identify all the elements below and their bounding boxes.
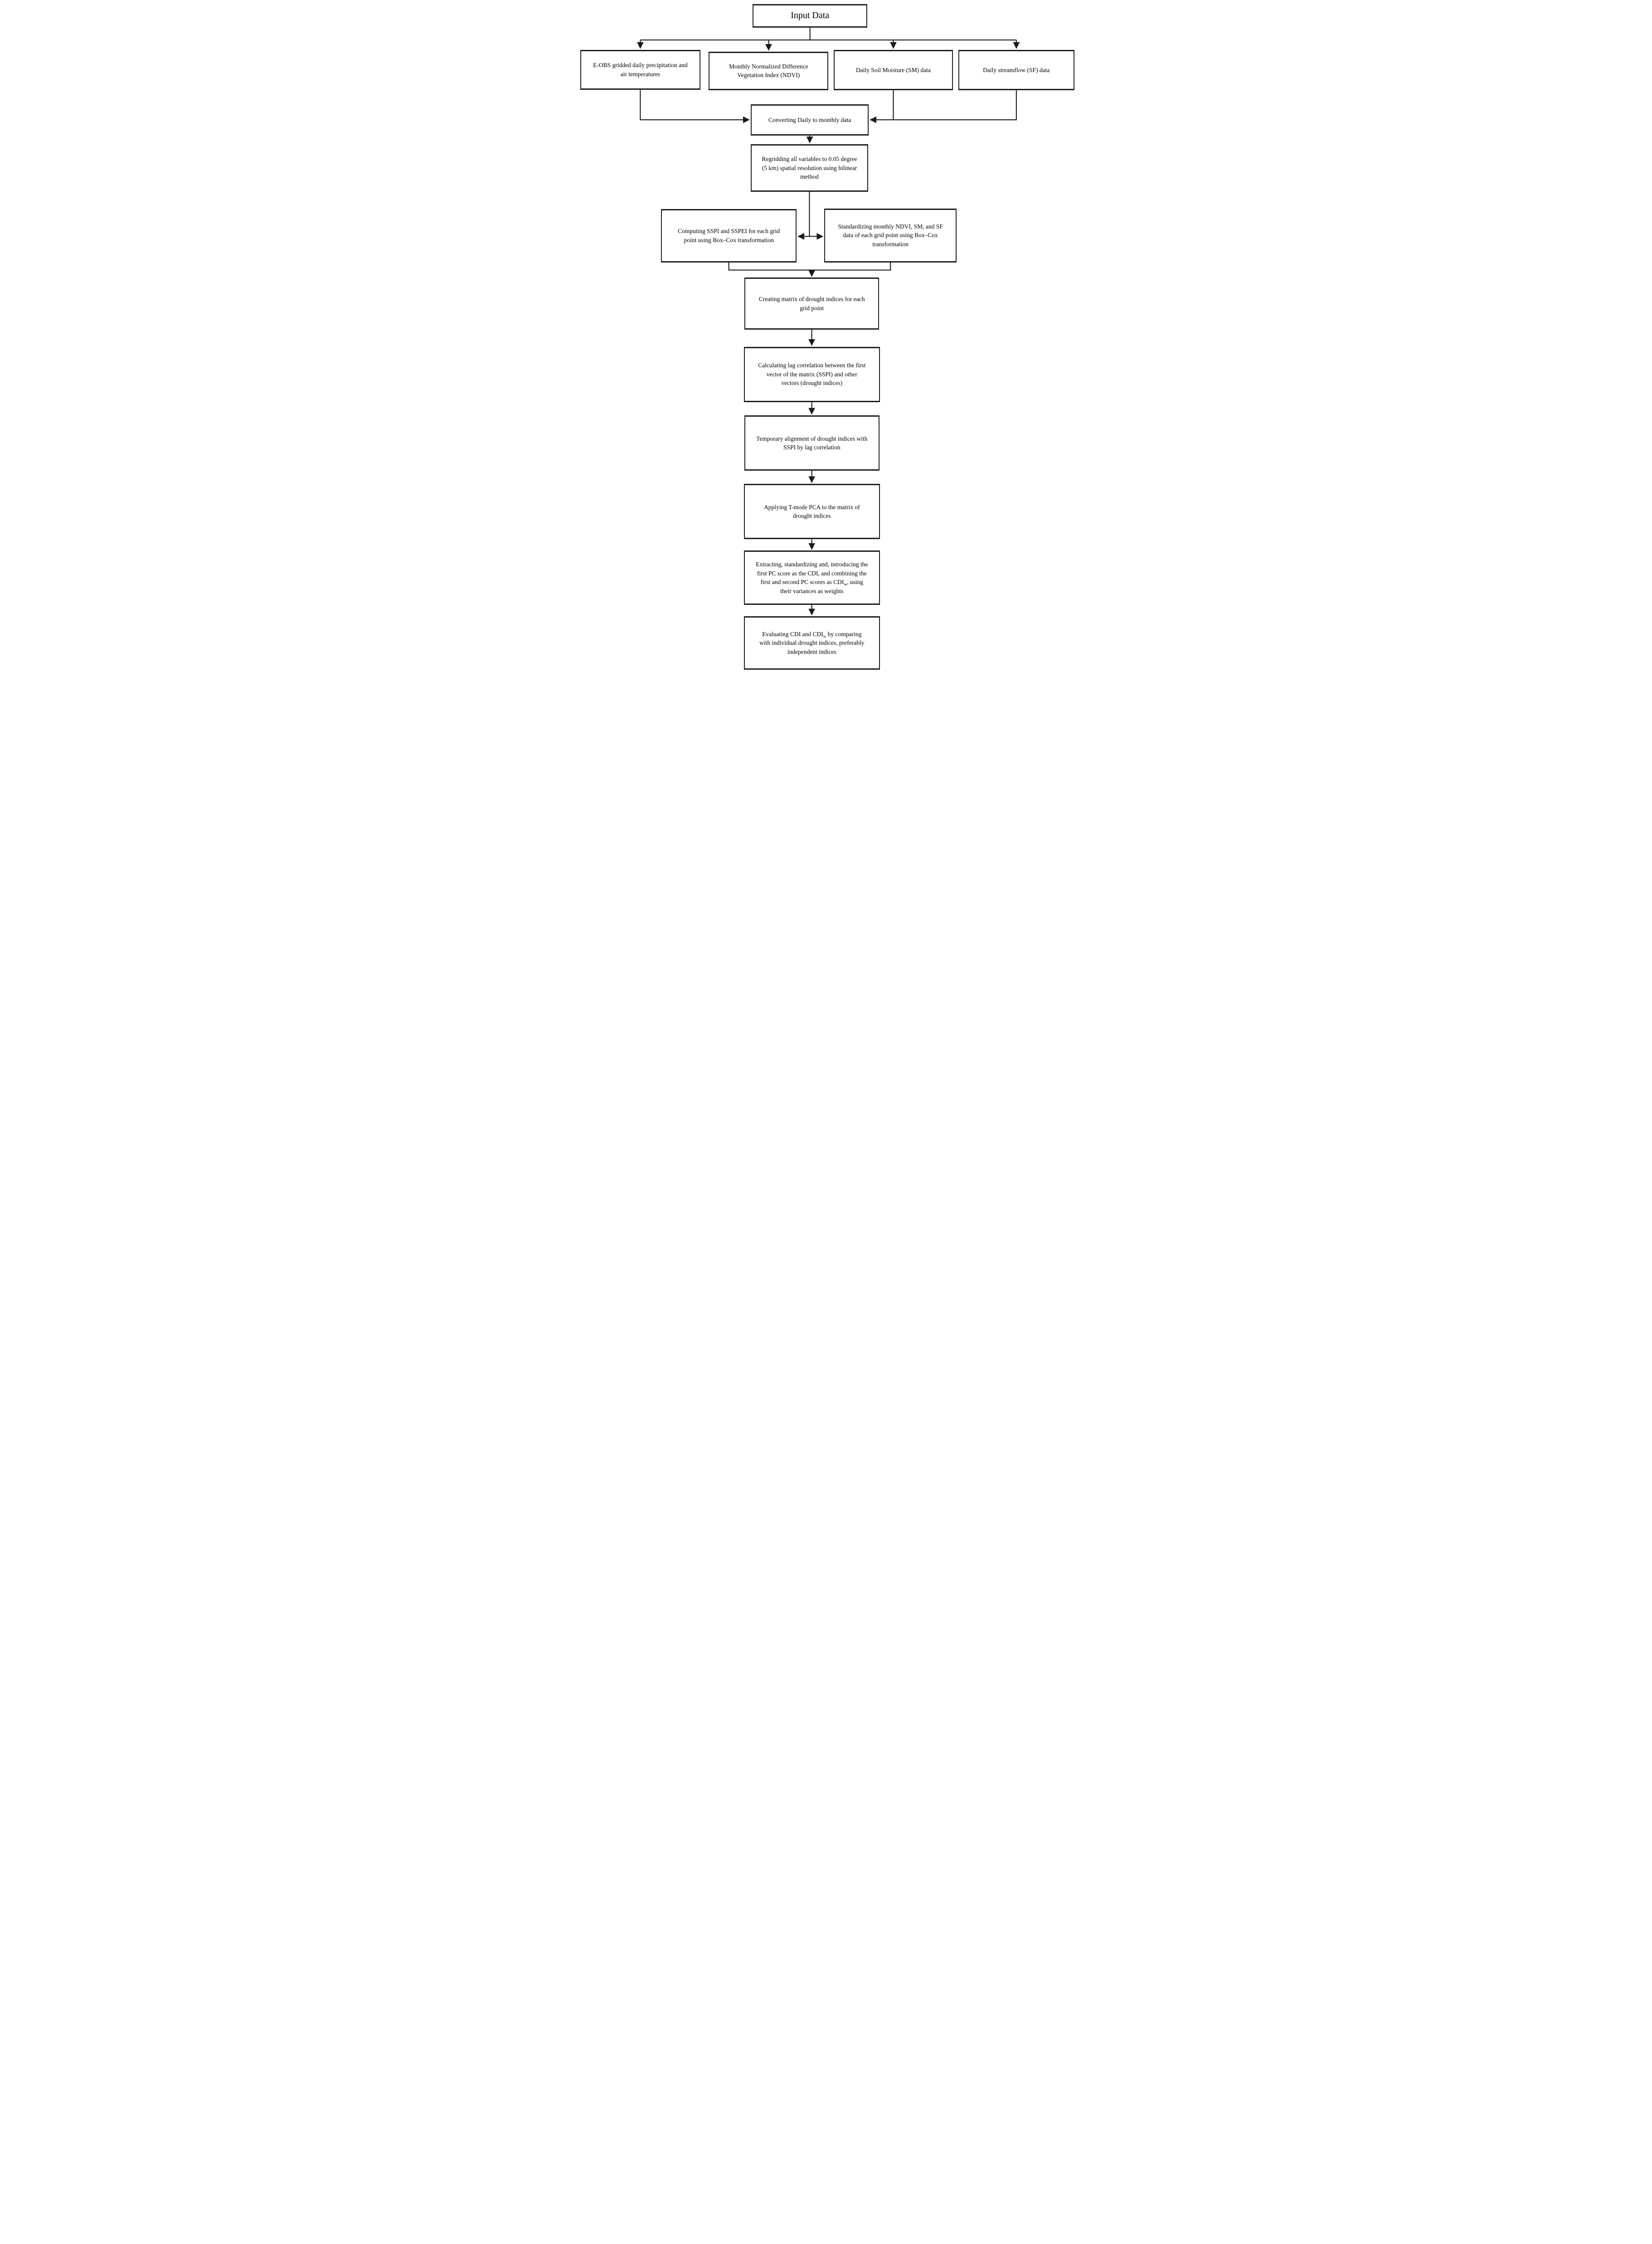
box-converting-daily-monthly: Converting Daily to monthly data xyxy=(751,104,869,136)
box-standardizing-ndvi-sm-sf-label: Standardizing monthly NDVI, SM, and SF d… xyxy=(838,223,943,248)
extracting-text-pre: Extracting, standardizing and, introduci… xyxy=(756,560,868,586)
flow-connectors xyxy=(637,27,1020,616)
box-creating-matrix: Creating matrix of drought indices for e… xyxy=(744,277,879,330)
box-eobs-precipitation-label: E-OBS gridded daily precipitation and ai… xyxy=(593,62,688,78)
box-input-data-label: Input Data xyxy=(791,10,830,21)
connector-branch-merge xyxy=(728,262,891,271)
box-evaluating-cdi-label: Evaluating CDI and CDIw by comparing wit… xyxy=(759,630,864,657)
box-ndvi-label: Monthly Normalized Difference Vegetation… xyxy=(729,63,808,79)
evaluating-text-pre: Evaluating CDI and CDI xyxy=(762,630,823,638)
box-temporal-alignment-label: Temporary alignment of drought indices w… xyxy=(756,435,868,451)
box-evaluating-cdi: Evaluating CDI and CDIw by comparing wit… xyxy=(743,616,880,670)
box-streamflow: Daily streamflow (SF) data xyxy=(958,49,1074,91)
box-converting-daily-monthly-label: Converting Daily to monthly data xyxy=(768,116,851,123)
box-extracting-pc-scores: Extracting, standardizing and, introduci… xyxy=(743,550,880,605)
box-ndvi: Monthly Normalized Difference Vegetation… xyxy=(709,51,829,90)
box-tmode-pca: Applying T-mode PCA to the matrix of dro… xyxy=(743,484,880,540)
box-regridding-label: Regridding all variables to 0.05 degree … xyxy=(762,155,857,180)
box-standardizing-ndvi-sm-sf: Standardizing monthly NDVI, SM, and SF d… xyxy=(824,208,957,263)
box-lag-correlation: Calculating lag correlation between the … xyxy=(743,346,880,402)
box-computing-sspi-sspei-label: Computing SSPI and SSPEI for each grid p… xyxy=(678,228,780,243)
box-temporal-alignment: Temporary alignment of drought indices w… xyxy=(744,415,879,471)
extracting-subscript-w: w xyxy=(844,582,847,587)
connector-sf-to-converting xyxy=(870,90,1017,123)
box-eobs-precipitation: E-OBS gridded daily precipitation and ai… xyxy=(580,49,701,90)
box-streamflow-label: Daily streamflow (SF) data xyxy=(983,66,1050,73)
box-input-data: Input Data xyxy=(753,4,868,28)
box-tmode-pca-label: Applying T-mode PCA to the matrix of dro… xyxy=(764,503,860,520)
extracting-text-post: , using their variances as weights xyxy=(780,579,863,594)
box-soil-moisture: Daily Soil Moisture (SM) data xyxy=(833,49,953,91)
box-soil-moisture-label: Daily Soil Moisture (SM) data xyxy=(855,66,931,73)
box-extracting-pc-scores-label: Extracting, standardizing and, introduci… xyxy=(756,560,868,595)
box-computing-sspi-sspei: Computing SSPI and SSPEI for each grid p… xyxy=(661,209,797,263)
connector-eobs-to-converting xyxy=(640,90,750,123)
flowchart-canvas: Input Data E-OBS gridded daily precipita… xyxy=(577,0,1075,677)
evaluating-text-post: by comparing with individual drought ind… xyxy=(759,630,865,655)
box-lag-correlation-label: Calculating lag correlation between the … xyxy=(758,362,866,387)
box-creating-matrix-label: Creating matrix of drought indices for e… xyxy=(758,296,865,312)
box-regridding: Regridding all variables to 0.05 degree … xyxy=(751,144,869,192)
evaluating-subscript-w: w xyxy=(823,634,826,639)
